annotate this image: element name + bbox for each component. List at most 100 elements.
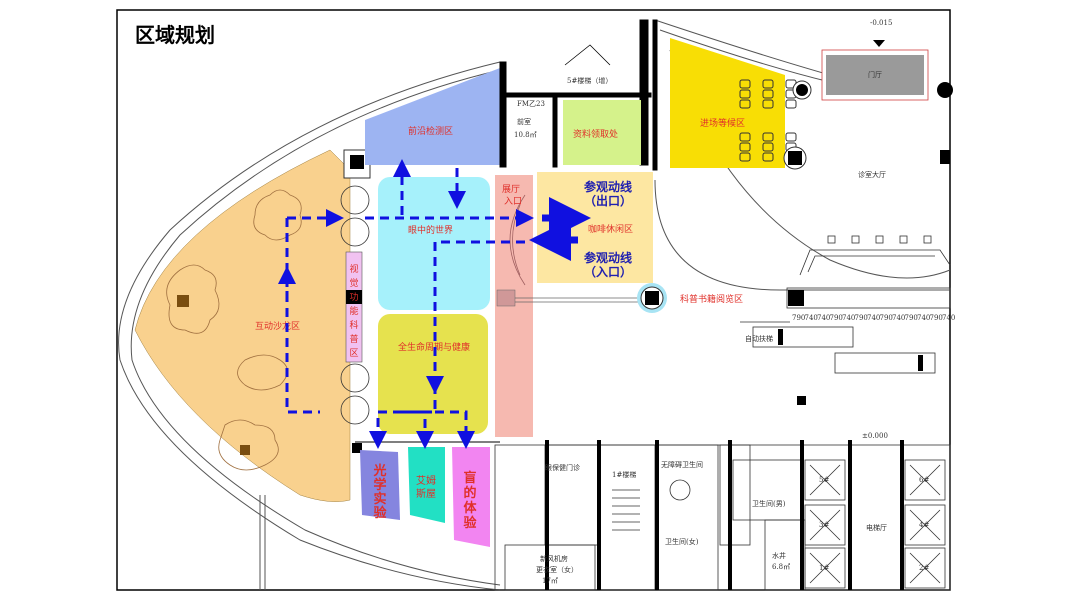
round-doors [340,185,370,425]
wc-male-label: 卫生间(男) [752,499,786,508]
anteroom-area: 10.8㎡ [514,131,537,139]
seat [739,152,751,162]
dimension-label: 790 [855,314,868,322]
seat [762,89,774,99]
seat [739,89,751,99]
seat [785,99,797,109]
locker-room-label: 更衣室（女） [536,565,578,574]
zero-level-label: ±0.000 [862,432,888,440]
dimension-label: 790 [792,314,805,322]
clinic-hall-label: 诊室大厅 [858,170,886,179]
optics-lab-label: 学 [373,477,386,493]
dimension-label: 740 [942,314,955,322]
anteroom-label: 前室 [517,117,531,126]
walls [545,440,904,590]
blind-experience-label: 盲 [463,470,476,486]
dimension-label: 790 [880,314,893,322]
world-in-eyes-label: 眼中的世界 [408,224,453,236]
stair1-label: 1#楼梯 [612,470,636,479]
hall-entrance-label-2: 入口 [504,196,522,207]
water-shaft-label: 水井 [772,551,786,560]
elevator-2: 2# [919,564,929,572]
route-exit-label-2: （出口） [584,193,632,208]
visual-function-zone [345,251,363,363]
blind-experience-zone [452,447,490,547]
wc-female-label: 卫生间(女) [665,537,699,546]
materials-pickup-zone [563,100,641,165]
route-exit-label-1: 参观动线 [584,179,632,194]
page-title: 区域规划 [135,23,215,47]
reading-area-label: 科普书籍阅览区 [680,293,743,305]
circulation-route [278,159,534,449]
lobby-label: 门厅 [868,70,882,79]
optics-lab-label: 光 [372,463,386,479]
waiting-zone [670,38,785,168]
blind-experience-label: 体 [463,500,477,516]
escalators [740,321,936,374]
dimension-label: 790 [905,314,918,322]
elevator-6: 6# [919,476,929,484]
elevator-1: 1# [819,564,829,572]
dimension-label: 740 [805,314,818,322]
elevator-4: 4# [919,521,929,529]
door-code: FM乙23 [517,100,545,108]
optics-lab-zone [360,450,400,520]
salon-column [177,295,189,307]
elevation-label: -0.015 [870,19,892,27]
blind-experience-label: 验 [463,515,477,531]
dimension-label: 740 [917,314,930,322]
dimension-label: 740 [892,314,905,322]
visual-function-char: 觉 [349,278,358,289]
seat [739,79,751,89]
seat [762,142,774,152]
seat [739,99,751,109]
ames-room-zone [408,447,445,523]
dimension-label: 740 [817,314,830,322]
reception-desk [786,235,951,309]
optics-lab-label: 验 [373,505,387,521]
lifecycle-health-zone [378,314,488,434]
salon-furniture [166,189,302,471]
building-outline [118,19,951,591]
frontier-testing-zone [365,68,500,165]
interactive-salon-label: 互动沙龙区 [255,320,300,332]
seat [762,99,774,109]
visual-function-char: 区 [349,348,358,359]
visual-function-char: 科 [349,319,358,331]
ames-room-label: 斯屋 [416,487,436,500]
visual-function-char: 视 [349,263,358,275]
anteroom-walls [499,19,658,171]
interactive-salon-zone [134,149,351,502]
ames-room-label: 艾姆 [416,474,436,487]
frontier-testing-label: 前沿检测区 [408,125,453,137]
seat [762,132,774,142]
optics-lab-label: 实 [373,491,386,507]
route-entry-label-1: 参观动线 [584,250,632,265]
elevator-5: 5# [819,476,829,484]
elevator-hall-label: 电梯厅 [866,523,887,532]
salon-column [240,445,250,455]
blind-experience-label: 的 [463,485,476,501]
dimension-label: 740 [842,314,855,322]
lobby-mat [826,55,924,95]
visual-function-char: 普 [349,333,358,345]
eye-clinic-label: 眼保健门诊 [545,463,580,472]
dimension-label: 790 [830,314,843,322]
stair5-label: 5#楼梯（增） [567,76,612,85]
hall-entrance-label-1: 展厅 [502,184,520,195]
cafe-label: 咖啡休闲区 [588,223,633,235]
column [350,155,364,169]
visual-function-char: 能 [349,305,358,317]
seat [739,142,751,152]
visual-function-char: 功 [349,292,358,303]
dimension-label: 740 [867,314,880,322]
water-area: 6.8㎡ [772,563,790,571]
seat [739,132,751,142]
materials-pickup-label: 资料领取处 [573,128,618,140]
column [645,291,659,305]
waiting-area-label: 进场等候区 [700,117,745,129]
dimension-label: 790 [930,314,943,322]
